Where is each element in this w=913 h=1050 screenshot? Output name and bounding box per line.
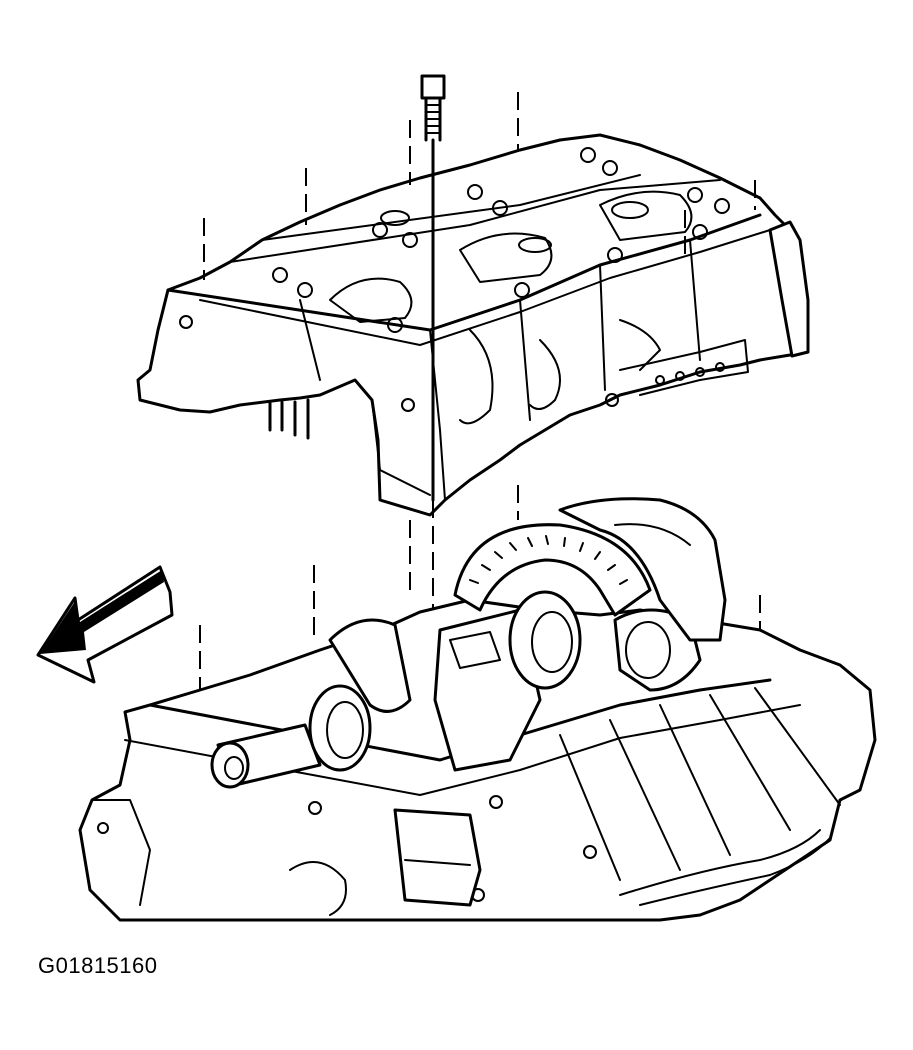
bedplate-assembly [136,133,810,517]
front-direction-arrow-icon [36,565,174,684]
bolt [420,74,446,502]
figure-code: G01815160 [38,953,158,978]
bolt-heads [179,147,730,412]
crankshaft [210,497,727,789]
